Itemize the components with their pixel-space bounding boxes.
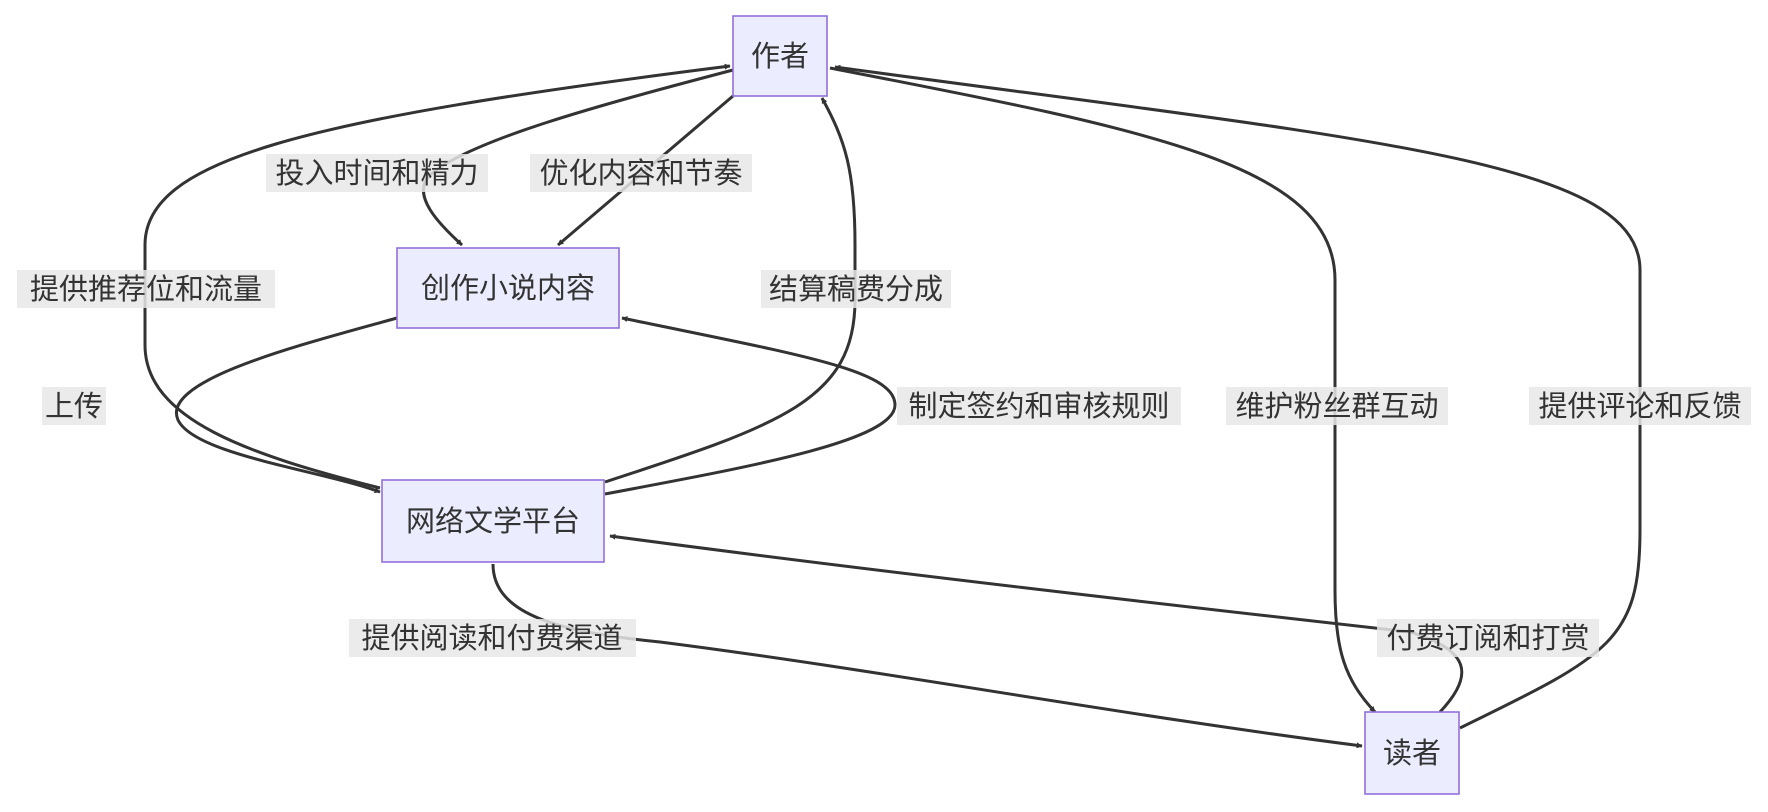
edge-platform-to-create-rules: [604, 316, 897, 496]
node-reader-label: 读者: [1383, 736, 1441, 770]
edge-create-to-platform: [174, 316, 398, 494]
node-create-content[interactable]: 创作小说内容: [396, 247, 620, 329]
svg-text:优化内容和节奏: 优化内容和节奏: [539, 156, 742, 190]
edge-label-reader-to-author: 提供评论和反馈: [1529, 387, 1751, 425]
edge-label-platform-to-reader: 提供阅读和付费渠道: [349, 619, 636, 657]
edge-reader-to-platform: [609, 533, 1464, 714]
node-author-label: 作者: [751, 39, 809, 73]
svg-text:维护粉丝群互动: 维护粉丝群互动: [1235, 389, 1438, 423]
edge-label-platform-traffic: 提供推荐位和流量: [17, 270, 275, 308]
svg-text:上传: 上传: [45, 389, 103, 423]
edge-label-author-to-reader: 维护粉丝群互动: [1226, 387, 1448, 425]
edge-platform-to-reader: [491, 563, 1363, 749]
node-platform-label: 网络文学平台: [406, 504, 580, 538]
edge-label-rules: 制定签约和审核规则: [897, 387, 1181, 425]
edges: [143, 63, 1642, 749]
svg-text:投入时间和精力: 投入时间和精力: [275, 156, 478, 190]
svg-text:付费订阅和打赏: 付费订阅和打赏: [1386, 621, 1589, 655]
edge-label-author-optimize: 优化内容和节奏: [530, 154, 752, 192]
svg-text:提供评论和反馈: 提供评论和反馈: [1538, 389, 1741, 423]
edge-label-platform-pay: 结算稿费分成: [761, 270, 951, 308]
nodes: 作者 创作小说内容 网络文学平台 读者: [381, 15, 1460, 795]
edge-platform-to-author-pay: [604, 97, 857, 484]
svg-text:提供推荐位和流量: 提供推荐位和流量: [30, 272, 262, 306]
svg-text:结算稿费分成: 结算稿费分成: [769, 272, 943, 306]
node-reader[interactable]: 读者: [1364, 711, 1460, 795]
edge-platform-to-author-traffic: [143, 63, 731, 490]
edge-label-author-to-create: 投入时间和精力: [266, 154, 488, 192]
node-platform[interactable]: 网络文学平台: [381, 479, 605, 563]
svg-text:提供阅读和付费渠道: 提供阅读和付费渠道: [361, 621, 622, 655]
edge-labels: 投入时间和精力 优化内容和节奏 提供推荐位和流量 结算稿费分成 上传 制定签约和…: [17, 154, 1751, 657]
node-author[interactable]: 作者: [732, 15, 828, 97]
node-create-content-label: 创作小说内容: [421, 271, 595, 305]
edge-label-upload: 上传: [42, 387, 106, 425]
edge-author-to-reader: [829, 66, 1377, 714]
edge-label-reader-to-platform: 付费订阅和打赏: [1377, 619, 1599, 657]
svg-text:制定签约和审核规则: 制定签约和审核规则: [908, 389, 1169, 423]
